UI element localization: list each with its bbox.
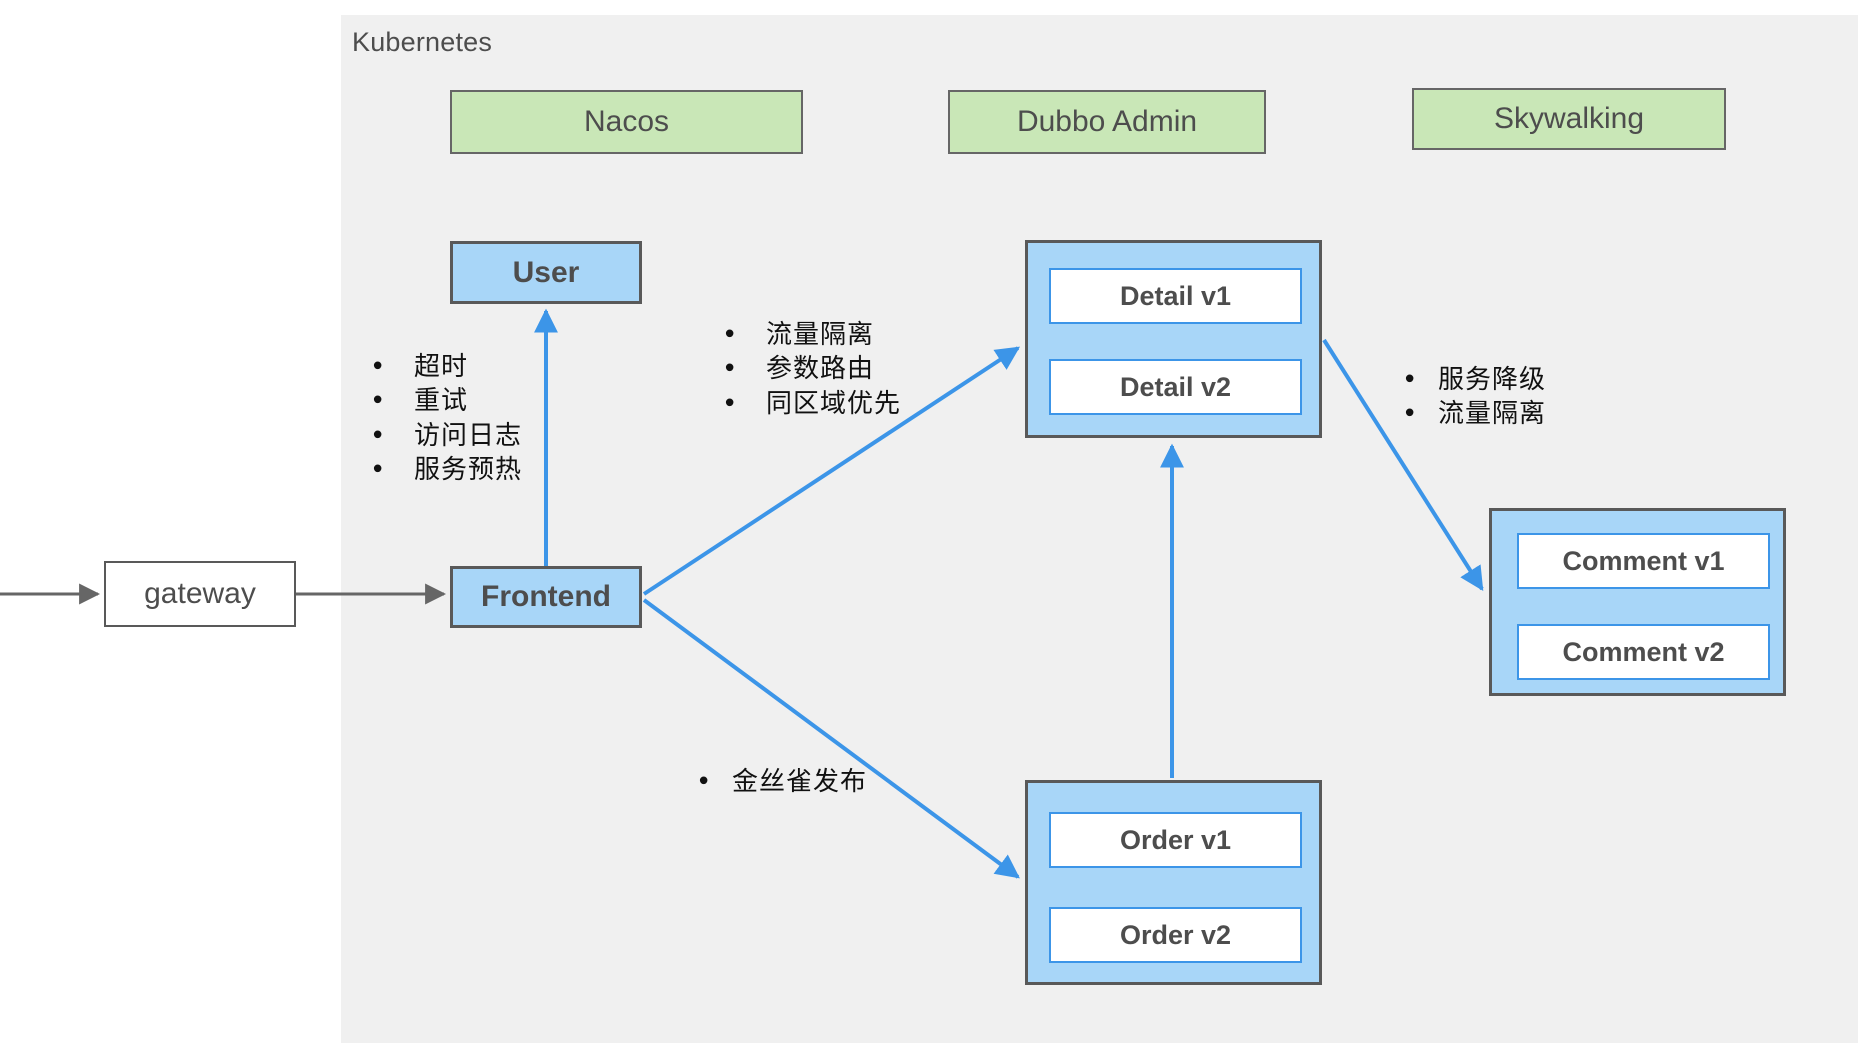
bullet-icon: •: [1402, 365, 1418, 395]
platform-service-skywalking[interactable]: Skywalking: [1412, 88, 1726, 150]
annotation-item: • 金丝雀发布: [696, 765, 867, 799]
bullet-icon: •: [696, 767, 712, 797]
annotation-text: 超时: [414, 352, 469, 382]
bullet-icon: •: [722, 320, 738, 350]
service-version-detail-v1[interactable]: Detail v1: [1049, 268, 1302, 324]
annotation-item: • 访问日志: [370, 419, 522, 453]
gateway-label: gateway: [144, 577, 256, 610]
user-service-label: User: [512, 255, 580, 289]
annotation-text: 流量隔离: [1438, 399, 1547, 430]
annotation-item: • 流量隔离: [722, 318, 901, 352]
annotation-text: 重试: [414, 386, 469, 417]
kubernetes-region-label: Kubernetes: [352, 27, 493, 57]
annotation-item: • 参数路由: [722, 352, 901, 386]
annotation-text: 流量隔离: [766, 320, 875, 350]
service-group-detail[interactable]: Detail v1 Detail v2: [1025, 240, 1322, 438]
annotation-text: 金丝雀发布: [732, 767, 868, 797]
platform-service-dubbo-admin[interactable]: Dubbo Admin: [948, 90, 1266, 154]
annotation-item: • 流量隔离: [1402, 397, 1546, 431]
bullet-icon: •: [1402, 399, 1418, 430]
annotation-text: 同区域优先: [766, 388, 902, 419]
annotation-frontend-to-detail: • 流量隔离 • 参数路由 • 同区域优先: [722, 318, 901, 421]
service-version-order-v2[interactable]: Order v2: [1049, 907, 1302, 963]
service-group-comment[interactable]: Comment v1 Comment v2: [1489, 508, 1786, 696]
bullet-icon: •: [722, 388, 738, 419]
gateway-node[interactable]: gateway: [104, 561, 296, 627]
platform-service-skywalking-label: Skywalking: [1493, 102, 1645, 135]
annotation-frontend-to-order: • 金丝雀发布: [696, 765, 867, 799]
annotation-text: 访问日志: [414, 420, 523, 451]
user-service-node[interactable]: User: [450, 241, 642, 304]
annotation-item: • 超时: [370, 350, 522, 384]
frontend-service-node[interactable]: Frontend: [450, 566, 642, 628]
annotation-text: 服务降级: [1438, 365, 1547, 395]
bullet-icon: •: [370, 420, 386, 451]
annotation-detail-to-comment: • 服务降级 • 流量隔离: [1402, 363, 1546, 432]
bullet-icon: •: [722, 354, 738, 385]
bullet-icon: •: [370, 454, 386, 485]
frontend-service-label: Frontend: [481, 580, 611, 613]
annotation-item: • 重试: [370, 384, 522, 418]
annotation-text: 服务预热: [414, 454, 523, 485]
service-version-detail-v1-label: Detail v1: [1119, 280, 1232, 311]
annotation-text: 参数路由: [766, 354, 875, 385]
bullet-icon: •: [370, 352, 386, 382]
platform-service-nacos-label: Nacos: [583, 105, 670, 138]
bullet-icon: •: [370, 386, 386, 417]
platform-service-dubbo-admin-label: Dubbo Admin: [1016, 105, 1198, 138]
service-version-order-v1[interactable]: Order v1: [1049, 812, 1302, 868]
service-version-order-v2-label: Order v2: [1119, 919, 1232, 950]
service-version-detail-v2[interactable]: Detail v2: [1049, 359, 1302, 415]
service-version-detail-v2-label: Detail v2: [1119, 371, 1232, 402]
annotation-item: • 服务降级: [1402, 363, 1546, 397]
service-group-order[interactable]: Order v1 Order v2: [1025, 780, 1322, 985]
service-version-comment-v2[interactable]: Comment v2: [1517, 624, 1770, 680]
annotation-item: • 同区域优先: [722, 387, 901, 421]
platform-service-nacos[interactable]: Nacos: [450, 90, 803, 154]
annotation-gateway-to-frontend: • 超时 • 重试 • 访问日志 • 服务预热: [370, 350, 522, 487]
service-version-order-v1-label: Order v1: [1119, 824, 1232, 855]
service-version-comment-v1-label: Comment v1: [1562, 545, 1725, 576]
service-version-comment-v2-label: Comment v2: [1562, 636, 1725, 667]
service-version-comment-v1[interactable]: Comment v1: [1517, 533, 1770, 589]
annotation-item: • 服务预热: [370, 453, 522, 487]
